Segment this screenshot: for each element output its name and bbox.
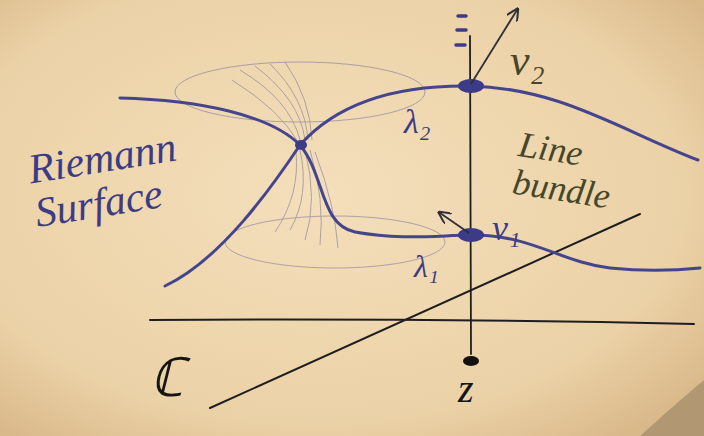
vector-arrow-lower <box>440 213 469 233</box>
surface-label: Riemann Surface <box>25 117 236 235</box>
upper-branch-curve <box>165 86 698 286</box>
complex-plane <box>150 36 694 408</box>
upper-sheet-rim <box>175 62 425 122</box>
real-axis <box>150 320 694 325</box>
bundle-label: Line bundle <box>510 126 670 224</box>
dot <box>458 14 466 18</box>
eigenvector-label: v₂ <box>510 38 545 84</box>
hatch-upper <box>232 62 312 142</box>
eigen-point-upper <box>458 79 484 93</box>
eigenvalue-label: λ₁ <box>414 250 439 284</box>
ellipsis-marks <box>456 16 466 45</box>
eigenvalue-label: λ₂ <box>404 104 431 140</box>
dot <box>456 43 465 47</box>
point-z <box>463 356 479 366</box>
branch-point <box>295 140 307 150</box>
stain <box>640 380 704 436</box>
riemann-surface <box>120 86 700 286</box>
imaginary-axis <box>210 214 640 408</box>
hatch-lower <box>275 150 338 248</box>
point-label: z <box>458 368 474 410</box>
eigen-point-lower <box>458 228 484 242</box>
eigenvector-label: v₁ <box>492 210 521 248</box>
dot <box>457 28 466 32</box>
plane-label: ℂ <box>150 350 184 407</box>
